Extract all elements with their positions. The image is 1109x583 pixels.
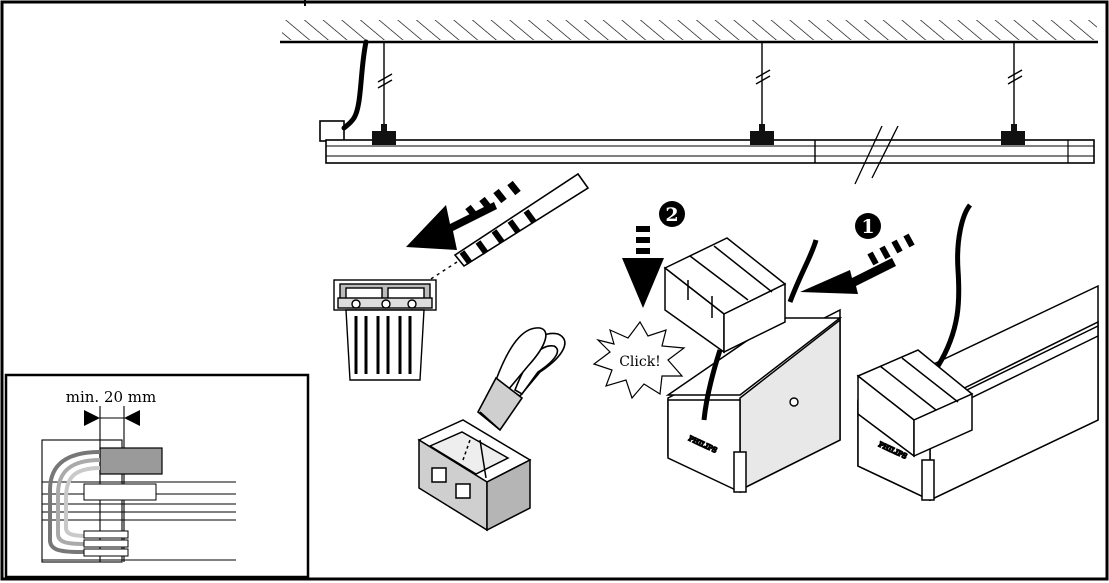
power-cable [341, 39, 369, 131]
cable-right [935, 203, 973, 368]
starburst-icon: Click! [592, 320, 686, 400]
connector-block-icon [333, 279, 437, 381]
ceiling [280, 20, 1098, 44]
track-luminaire [319, 120, 1095, 185]
luminaire-body-left: PHILIPS [665, 308, 843, 494]
cap-module-right [856, 349, 974, 458]
cap-box-icon [417, 419, 532, 532]
dashed-arrow-icon [800, 233, 915, 294]
click-label: Click! [619, 354, 661, 370]
step-badge-1: 1 [855, 213, 881, 239]
dashed-arrow-icon [406, 180, 521, 250]
svg-text:1: 1 [861, 216, 874, 238]
cable-left-2 [701, 349, 723, 421]
cable-left [787, 239, 819, 303]
suspension-wires [377, 42, 1023, 132]
suspension-clamps [372, 124, 1025, 145]
dimension-label: min. 20 mm [66, 388, 157, 406]
svg-text:2: 2 [665, 204, 678, 226]
dashed-arrow-down-icon [622, 226, 664, 308]
inset-detail: min. 20 mm [4, 373, 310, 579]
step-badge-2: 2 [659, 201, 685, 227]
cap-module-left [663, 237, 787, 354]
drill-bit-icon [419, 172, 590, 287]
pliers-icon [476, 327, 566, 432]
